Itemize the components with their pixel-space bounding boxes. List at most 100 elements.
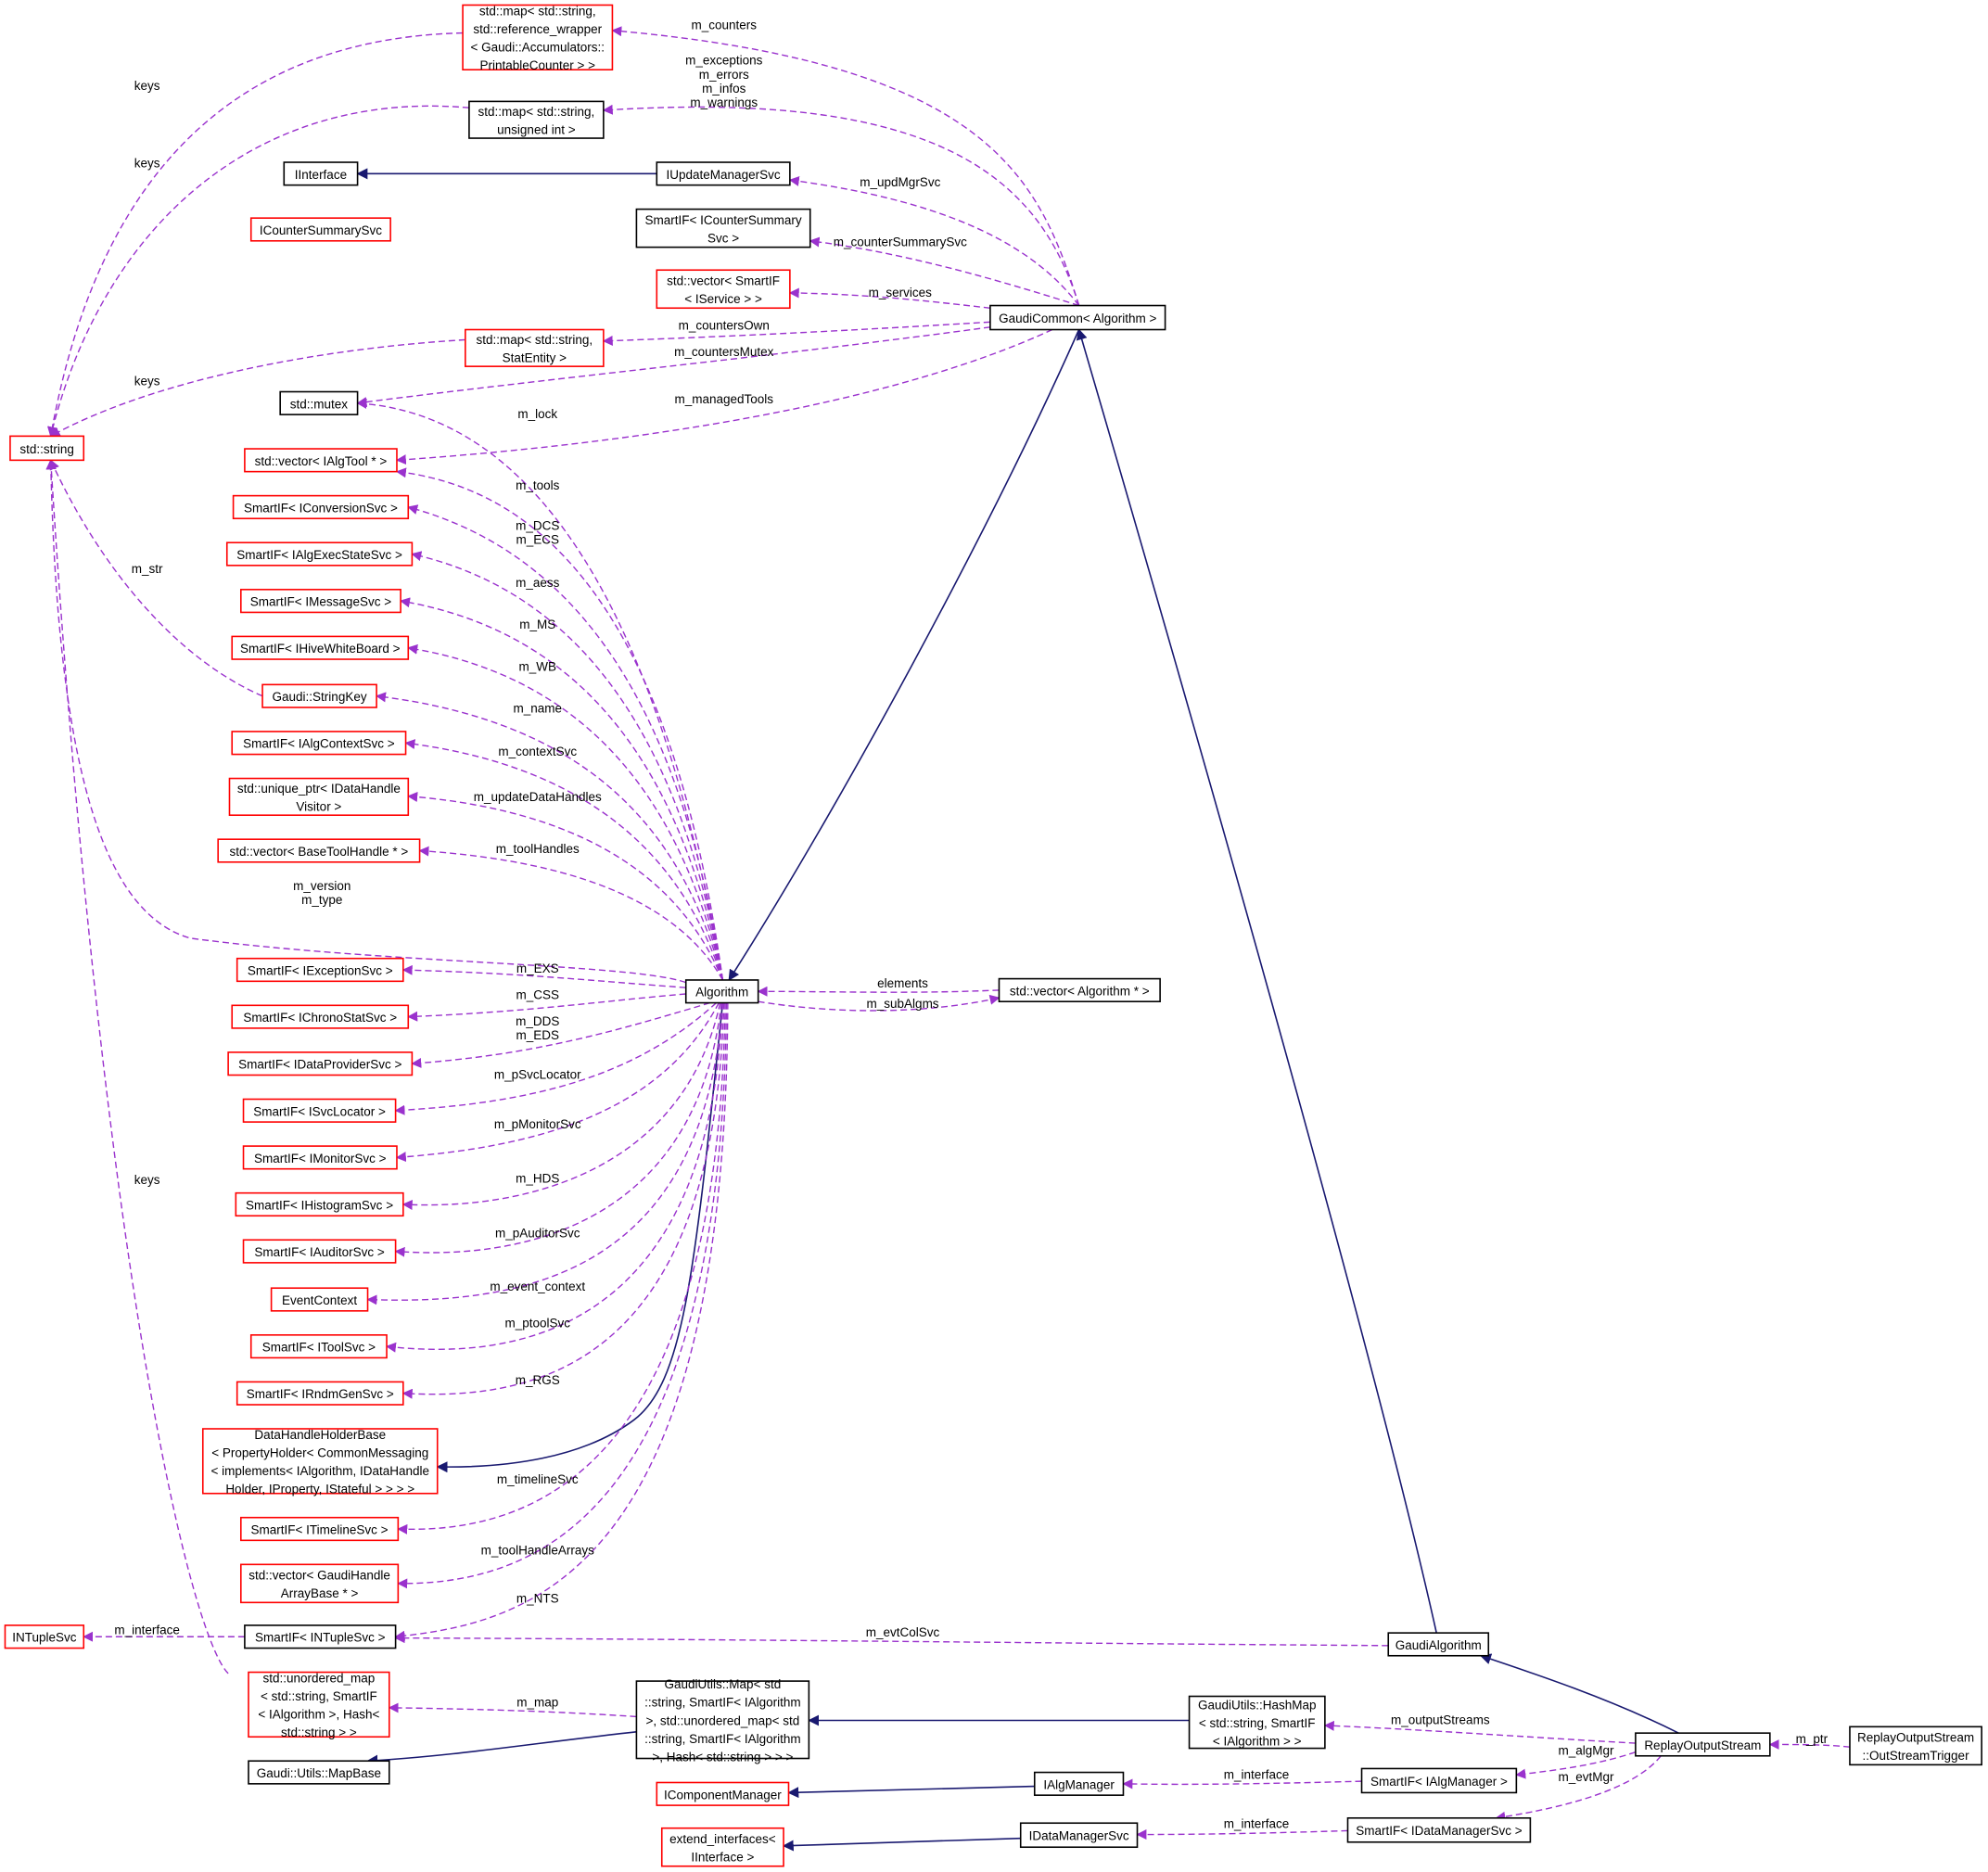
- class-node-smartif-intuplesvc[interactable]: SmartIF< INTupleSvc >: [244, 1624, 397, 1649]
- class-node-std-map-statentity[interactable]: std::map< std::string,StatEntity >: [465, 328, 605, 367]
- usage-edge-m_map: [388, 1702, 637, 1718]
- edge-label-m-DDS-EDS: m_DDS: [516, 1014, 559, 1028]
- edge-label-m-toolHandles: m_toolHandles: [496, 842, 580, 856]
- usage-edge-m_evtMgr: [1495, 1755, 1662, 1822]
- class-node-smartif-ichronostatsvc[interactable]: SmartIF< IChronoStatSvc >: [231, 1004, 410, 1029]
- class-node-intuplesvc[interactable]: INTupleSvc: [4, 1624, 85, 1649]
- class-node-smartif-itimelinesvc[interactable]: SmartIF< ITimelineSvc >: [239, 1516, 400, 1542]
- inheritance-edge-2: [728, 329, 1080, 981]
- class-node-icomponentmanager[interactable]: IComponentManager: [656, 1781, 790, 1806]
- edge-label-m-map: m_map: [516, 1695, 558, 1709]
- edge-label-m-countersMutex: m_countersMutex: [674, 345, 774, 359]
- class-node-label: DataHandleHolderBase: [254, 1428, 386, 1442]
- usage-edge-m_pMonitorSvc: [395, 1002, 720, 1163]
- edge-label-m-contextSvc: m_contextSvc: [498, 745, 577, 758]
- class-node-smartif-irndmgensvc[interactable]: SmartIF< IRndmGenSvc >: [236, 1381, 404, 1406]
- edge-label-m-version-type: m_type: [301, 893, 342, 907]
- edge-label-keys-2: keys: [134, 156, 160, 170]
- class-node-iupdatemanagersvc[interactable]: IUpdateManagerSvc: [656, 161, 791, 186]
- class-node-gaudicommon[interactable]: GaudiCommon< Algorithm >: [989, 304, 1166, 331]
- class-node-smartif-ihistogramsvc[interactable]: SmartIF< IHistogramSvc >: [235, 1191, 404, 1217]
- class-node-smartif-isvclocator[interactable]: SmartIF< ISvcLocator >: [242, 1098, 397, 1123]
- class-node-label: GaudiUtils::HashMap: [1198, 1698, 1317, 1712]
- class-node-std-unordered-map[interactable]: std::unordered_map< std::string, SmartIF…: [248, 1672, 390, 1740]
- class-node-icountersummarysvc[interactable]: ICounterSummarySvc: [249, 217, 391, 242]
- class-node-label: std::vector< IAlgTool * >: [255, 454, 388, 468]
- edge-label-m-aess: m_aess: [516, 576, 560, 590]
- edge-label-m-interface-am: m_interface: [1224, 1767, 1290, 1781]
- class-node-gaudiutils-hashmap[interactable]: GaudiUtils::HashMap< std::string, SmartI…: [1188, 1695, 1326, 1750]
- class-node-eventcontext[interactable]: EventContext: [270, 1287, 369, 1312]
- edge-label-m-interface-dm: m_interface: [1224, 1817, 1290, 1831]
- class-node-box: [660, 1827, 784, 1867]
- class-node-std-string[interactable]: std::string: [9, 435, 85, 462]
- class-node-label: SmartIF< ITimelineSvc >: [251, 1522, 389, 1536]
- class-node-algorithm[interactable]: Algorithm: [684, 979, 759, 1004]
- class-node-label: ReplayOutputStream: [1644, 1738, 1761, 1752]
- class-node-label: IComponentManager: [664, 1788, 782, 1802]
- class-node-idatamanagersvc[interactable]: IDataManagerSvc: [1019, 1822, 1139, 1849]
- class-node-label: SmartIF< IAuditorSvc >: [254, 1245, 384, 1259]
- class-node-gaudi-utils-mapbase[interactable]: Gaudi::Utils::MapBase: [248, 1760, 390, 1785]
- class-node-smartif-iauditorsvc[interactable]: SmartIF< IAuditorSvc >: [242, 1239, 397, 1264]
- usage-edge-m_exceptions_etc: [602, 104, 1080, 306]
- class-node-std-map-unsigned[interactable]: std::map< std::string,unsigned int >: [468, 100, 605, 139]
- class-node-iinterface[interactable]: IInterface: [283, 161, 359, 186]
- class-node-label: SmartIF< IMessageSvc >: [250, 595, 391, 609]
- class-node-smartif-ialgcontextsvc[interactable]: SmartIF< IAlgContextSvc >: [231, 731, 407, 756]
- class-node-smartif-iconversionsvc[interactable]: SmartIF< IConversionSvc >: [232, 494, 410, 520]
- class-node-smartif-ialgexecstatesvc[interactable]: SmartIF< IAlgExecStateSvc >: [225, 541, 414, 567]
- class-node-label: StatEntity >: [503, 351, 567, 365]
- class-node-smartif-imonitorsvc[interactable]: SmartIF< IMonitorSvc >: [242, 1145, 398, 1170]
- class-node-label: SmartIF< IDataProviderSvc >: [238, 1058, 401, 1072]
- class-node-smartif-ialgmanager[interactable]: SmartIF< IAlgManager >: [1360, 1767, 1518, 1794]
- class-node-label: SmartIF< IConversionSvc >: [244, 501, 398, 515]
- edge-label-m-event-context: m_event_context: [490, 1280, 585, 1293]
- class-node-std-vector-algorithm[interactable]: std::vector< Algorithm * >: [998, 977, 1161, 1002]
- class-node-box: [249, 1334, 388, 1359]
- inheritance-edge-4: [436, 1002, 724, 1473]
- class-node-smartif-idataprovidersvc[interactable]: SmartIF< IDataProviderSvc >: [227, 1051, 414, 1076]
- class-node-box: [244, 448, 398, 473]
- edge-label-m-managedTools: m_managedTools: [674, 392, 773, 406]
- class-node-replayoutputstream[interactable]: ReplayOutputStream: [1635, 1732, 1771, 1757]
- class-node-std-vector-smartif-iservice[interactable]: std::vector< SmartIF< IService > >: [656, 269, 791, 310]
- class-node-label: IUpdateManagerSvc: [667, 168, 781, 182]
- class-node-extend-interfaces-iinterface[interactable]: extend_interfaces<IInterface >: [660, 1827, 784, 1867]
- usage-edge-m_services: [788, 287, 990, 309]
- class-node-box: [239, 1563, 400, 1604]
- class-node-gaudiutils-map[interactable]: GaudiUtils::Map< std::string, SmartIF< I…: [635, 1677, 810, 1764]
- class-node-label: std::reference_wrapper: [473, 22, 602, 36]
- class-node-std-mutex[interactable]: std::mutex: [279, 390, 359, 415]
- edge-label-m-toolHandleArrays: m_toolHandleArrays: [481, 1543, 595, 1557]
- class-node-label: IAlgManager: [1043, 1777, 1115, 1791]
- class-node-box: [231, 635, 410, 660]
- class-node-label: SmartIF< IDataManagerSvc >: [1356, 1824, 1522, 1838]
- class-node-label: std::string: [19, 442, 74, 456]
- class-node-std-vector-basetoolhandle[interactable]: std::vector< BaseToolHandle * >: [217, 838, 421, 863]
- class-node-std-map-counters[interactable]: std::map< std::string,std::reference_wra…: [462, 4, 614, 72]
- class-node-smartif-ihivewhiteboard[interactable]: SmartIF< IHiveWhiteBoard >: [231, 635, 410, 660]
- class-node-gaudi-stringkey[interactable]: Gaudi::StringKey: [261, 683, 377, 708]
- class-node-smartif-itoolsvc[interactable]: SmartIF< IToolSvc >: [249, 1334, 388, 1359]
- class-node-box: [656, 269, 791, 310]
- class-node-label: < PropertyHolder< CommonMessaging: [211, 1446, 428, 1460]
- class-node-box: [270, 1287, 369, 1312]
- class-node-smartif-icountersummarysvc[interactable]: SmartIF< ICounterSummarySvc >: [635, 208, 811, 248]
- class-node-gaudialgorithm[interactable]: GaudiAlgorithm: [1387, 1632, 1490, 1657]
- class-node-smartif-iexceptionsvc[interactable]: SmartIF< IExceptionSvc >: [236, 957, 404, 983]
- class-node-label: < implements< IAlgorithm, IDataHandle: [210, 1464, 429, 1478]
- edge-label-m-pSvcLocator: m_pSvcLocator: [494, 1068, 581, 1082]
- class-node-label: ::string, SmartIF< IAlgorithm: [644, 1732, 800, 1746]
- class-node-box: [225, 541, 414, 567]
- class-node-std-vector-ialgtool[interactable]: std::vector< IAlgTool * >: [244, 448, 398, 473]
- edge-label-m-HDS: m_HDS: [516, 1172, 559, 1186]
- class-node-smartif-idatamanagersvc[interactable]: SmartIF< IDataManagerSvc >: [1346, 1816, 1532, 1843]
- edge-label-m-countersOwn: m_countersOwn: [679, 319, 770, 333]
- class-node-outstreamtrigger[interactable]: ReplayOutputStream::OutStreamTrigger: [1849, 1726, 1982, 1766]
- class-node-smartif-imessagesvc[interactable]: SmartIF< IMessageSvc >: [239, 589, 401, 614]
- class-node-datahandleholderbase[interactable]: DataHandleHolderBase < PropertyHolder< Co…: [201, 1428, 439, 1496]
- class-node-ialgmanager[interactable]: IAlgManager: [1033, 1771, 1125, 1796]
